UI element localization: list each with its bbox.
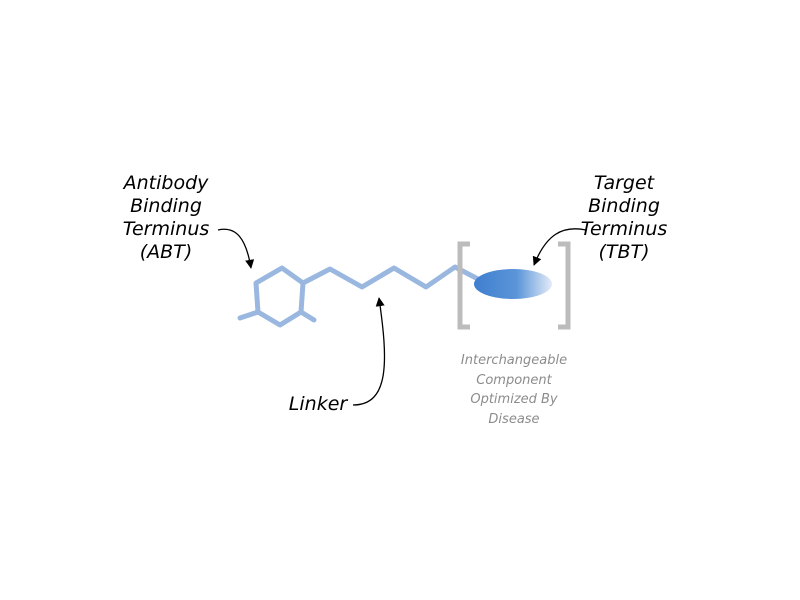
left-bracket	[457, 241, 470, 330]
tbt-label-line: Binding	[588, 195, 660, 217]
abt-label-line: Antibody	[123, 172, 209, 194]
tbt-label-line: (TBT)	[598, 241, 650, 263]
note-line: Component	[476, 372, 552, 388]
tbt-label-line: Target	[593, 172, 655, 194]
tbt-label: Target Binding Terminus (TBT)	[568, 172, 680, 264]
abt-label: Antibody Binding Terminus (ABT)	[110, 172, 222, 264]
abt-label-line: Binding	[130, 195, 202, 217]
abt-label-line: (ABT)	[139, 241, 193, 263]
tbt-arrow	[532, 228, 587, 266]
right-bracket	[558, 241, 571, 330]
linker-chain	[300, 264, 481, 290]
abt-ring	[237, 265, 317, 328]
linker-arrow	[352, 297, 386, 406]
interchangeable-note: Interchangeable Component Optimized By D…	[450, 351, 578, 429]
linker-label: Linker	[282, 393, 354, 416]
tbt-label-line: Terminus	[580, 218, 668, 240]
abt-label-line: Terminus	[122, 218, 210, 240]
tbt-ellipse	[474, 269, 552, 299]
linker-label-text: Linker	[288, 393, 348, 415]
note-line: Disease	[488, 411, 540, 427]
note-line: Optimized By	[470, 392, 558, 407]
note-line: Interchangeable	[460, 353, 568, 368]
abt-arrow	[217, 228, 255, 269]
